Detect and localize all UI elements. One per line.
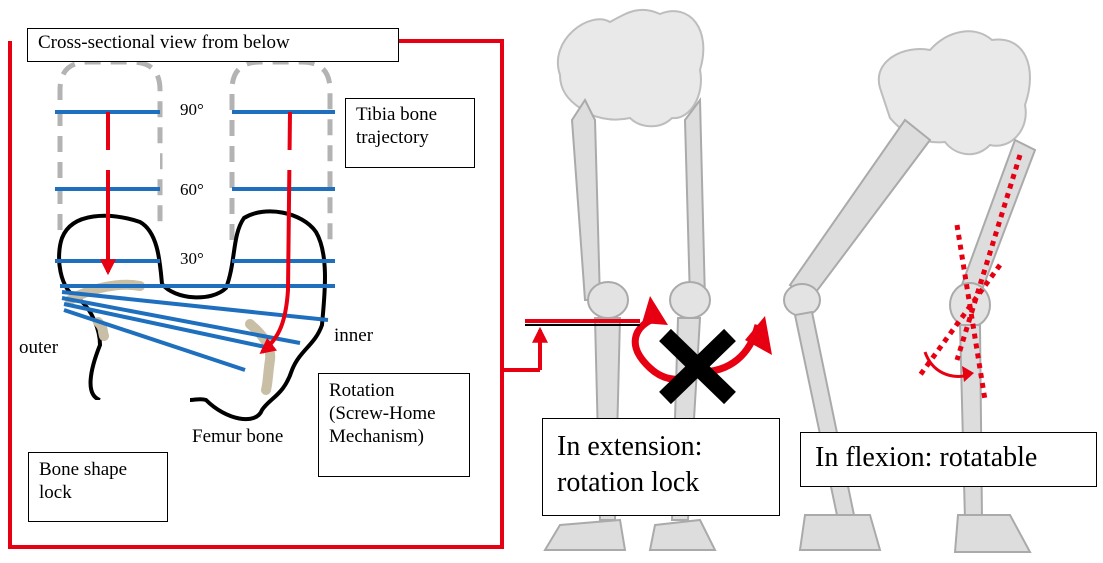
- angle-60-label: 60°: [180, 180, 204, 200]
- panel-frame: [398, 41, 540, 370]
- cartilage-band: [70, 285, 270, 390]
- inner-label: inner: [334, 325, 373, 347]
- angle-90-label: 90°: [180, 100, 204, 120]
- tibia-trajectory-label: Tibia bone trajectory: [345, 98, 475, 168]
- outer-label: outer: [19, 337, 58, 359]
- flexion-label: In flexion: rotatable: [800, 432, 1097, 487]
- panel-title: Cross-sectional view from below: [27, 28, 399, 62]
- bone-shape-lock-label: Bone shape lock: [28, 452, 168, 522]
- rotation-label: Rotation (Screw-Home Mechanism): [318, 373, 470, 477]
- extension-label: In extension: rotation lock: [542, 418, 780, 516]
- angle-30-label: 30°: [180, 249, 204, 269]
- femur-bone-label: Femur bone: [192, 426, 283, 448]
